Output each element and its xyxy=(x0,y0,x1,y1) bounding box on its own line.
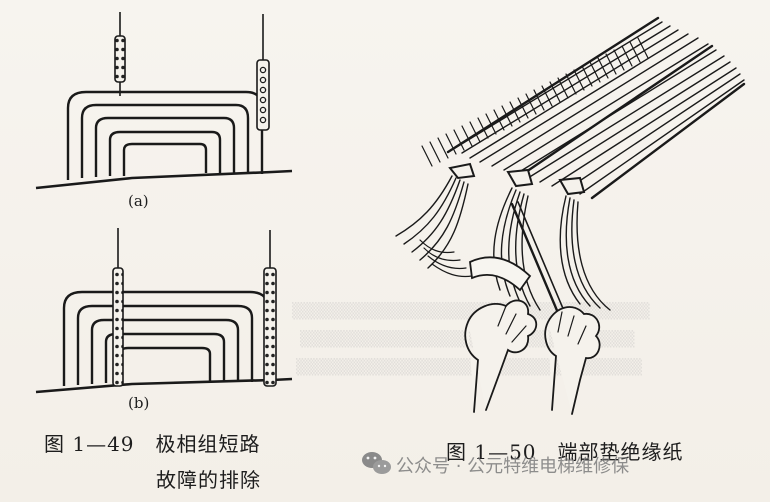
slot-wedge-2 xyxy=(506,168,534,188)
figure-50-stator-end-illustration xyxy=(395,16,746,415)
coil-loop-inner xyxy=(122,142,208,176)
figure-49-caption-line1: 图 1—49 极相组短路 xyxy=(44,432,261,456)
coil-loop-2 xyxy=(80,103,250,178)
core-surface-line xyxy=(35,169,293,190)
coil-loop-3 xyxy=(90,318,240,384)
probe-b-body xyxy=(256,59,270,131)
slot-wedge-1 xyxy=(448,162,476,180)
wechat-icon xyxy=(362,452,391,474)
insulation-paper-strip xyxy=(469,256,532,292)
coil-loop-4 xyxy=(104,332,226,383)
stator-teeth xyxy=(421,37,649,167)
probe-a-body xyxy=(114,35,126,83)
coil-loop-3 xyxy=(94,116,236,177)
core-surface-line xyxy=(35,377,293,394)
slot-wedge-3 xyxy=(558,176,586,196)
right-hand-outline xyxy=(544,306,601,415)
stator-core-outline xyxy=(446,16,746,200)
coil-left-flare xyxy=(419,239,473,278)
left-hand-outline xyxy=(464,299,538,413)
coil-end-windings xyxy=(395,175,611,311)
figure-50-caption: 图 1—50 端部垫绝缘纸 xyxy=(446,440,684,464)
probe-b-body xyxy=(263,267,277,387)
figure-49b-coil-diagram xyxy=(35,228,293,394)
figure-49-caption-line2: 故障的排除 xyxy=(156,468,261,492)
coil-loop-2 xyxy=(76,304,254,385)
coil-loop-4 xyxy=(108,130,222,176)
subfigure-label-b: (b) xyxy=(128,394,150,412)
coil-loop-inner xyxy=(118,346,212,383)
subfigure-label-a: (a) xyxy=(128,192,149,210)
watermark-text: 公众号 · 公元特维电梯维修保 xyxy=(396,456,630,477)
figure-49a-coil-diagram xyxy=(35,12,293,190)
stator-slot-rails xyxy=(454,21,745,195)
probe-a-body xyxy=(112,267,124,387)
